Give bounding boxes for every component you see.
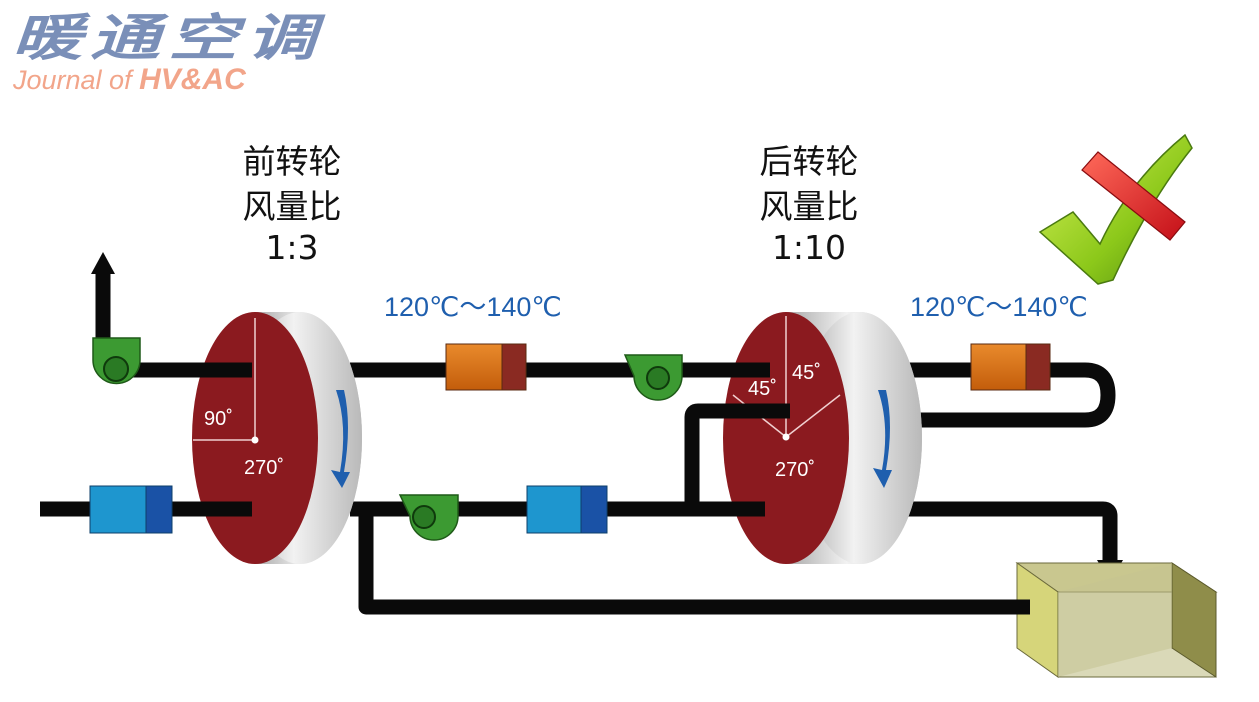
- front-title-line1: 前转轮: [243, 142, 342, 181]
- rear-rotation-arrow-icon: [873, 390, 892, 488]
- rear-upper-duct: [905, 362, 1116, 428]
- fan-icon-exhaust: [92, 337, 141, 385]
- temperature-label-2: 120℃～140℃: [910, 292, 1088, 322]
- exhaust-arrow-icon: [91, 252, 115, 274]
- rear-sector-line-right: [785, 394, 841, 438]
- front-ratio: 1:3: [265, 228, 318, 267]
- front-title-line2: 风量比: [243, 187, 342, 226]
- front-rotor-wheel: 90˚ 270˚: [192, 312, 362, 564]
- rear-angle-large: 270˚: [775, 459, 815, 481]
- logo-subtitle-brand: HV&AC: [139, 63, 247, 96]
- fan-icon-mid-upper: [623, 354, 683, 401]
- rear-wheel-hub: [782, 433, 790, 441]
- heater-unit-2: [970, 343, 1051, 391]
- rear-rotor-wheel: 45˚ 45˚ 270˚: [723, 312, 922, 564]
- check-mark-icon: [1038, 133, 1193, 285]
- front-angle-small: 90˚: [204, 408, 233, 430]
- heater-unit-1: [445, 343, 527, 391]
- rear-angle-left: 45˚: [748, 378, 777, 400]
- front-wheel-hub: [251, 436, 259, 444]
- check-cross-icon: [1038, 133, 1193, 285]
- logo-title-cn: 暖通空调: [12, 9, 327, 67]
- cooler-unit-1: [89, 485, 173, 534]
- rear-title-line1: 后转轮: [760, 142, 859, 181]
- front-rotation-arrow-icon: [331, 390, 350, 488]
- logo-subtitle-prefix: Journal of: [12, 65, 139, 95]
- fan-icon-mid-lower: [398, 494, 459, 541]
- cross-mark-icon: [1081, 151, 1186, 241]
- front-wheel-title: 前转轮 风量比 1:3: [243, 142, 342, 267]
- cooler-unit-2: [526, 485, 608, 534]
- temperature-label-1: 120℃～140℃: [384, 292, 562, 322]
- rear-angle-right: 45˚: [792, 362, 821, 384]
- rear-title-line2: 风量比: [760, 187, 859, 226]
- return-duct: [350, 501, 1030, 615]
- outlet-duct: [905, 501, 1118, 562]
- duct-stubs: [190, 362, 790, 517]
- journal-logo: 暖通空调 Journal of HV&AC: [12, 9, 327, 96]
- rear-ratio: 1:10: [772, 228, 846, 267]
- treatment-box: [1015, 562, 1218, 678]
- branch-duct: [684, 403, 790, 509]
- logo-subtitle: Journal of HV&AC: [12, 63, 247, 96]
- rear-wheel-title: 后转轮 风量比 1:10: [760, 142, 859, 267]
- front-angle-large: 270˚: [244, 457, 284, 479]
